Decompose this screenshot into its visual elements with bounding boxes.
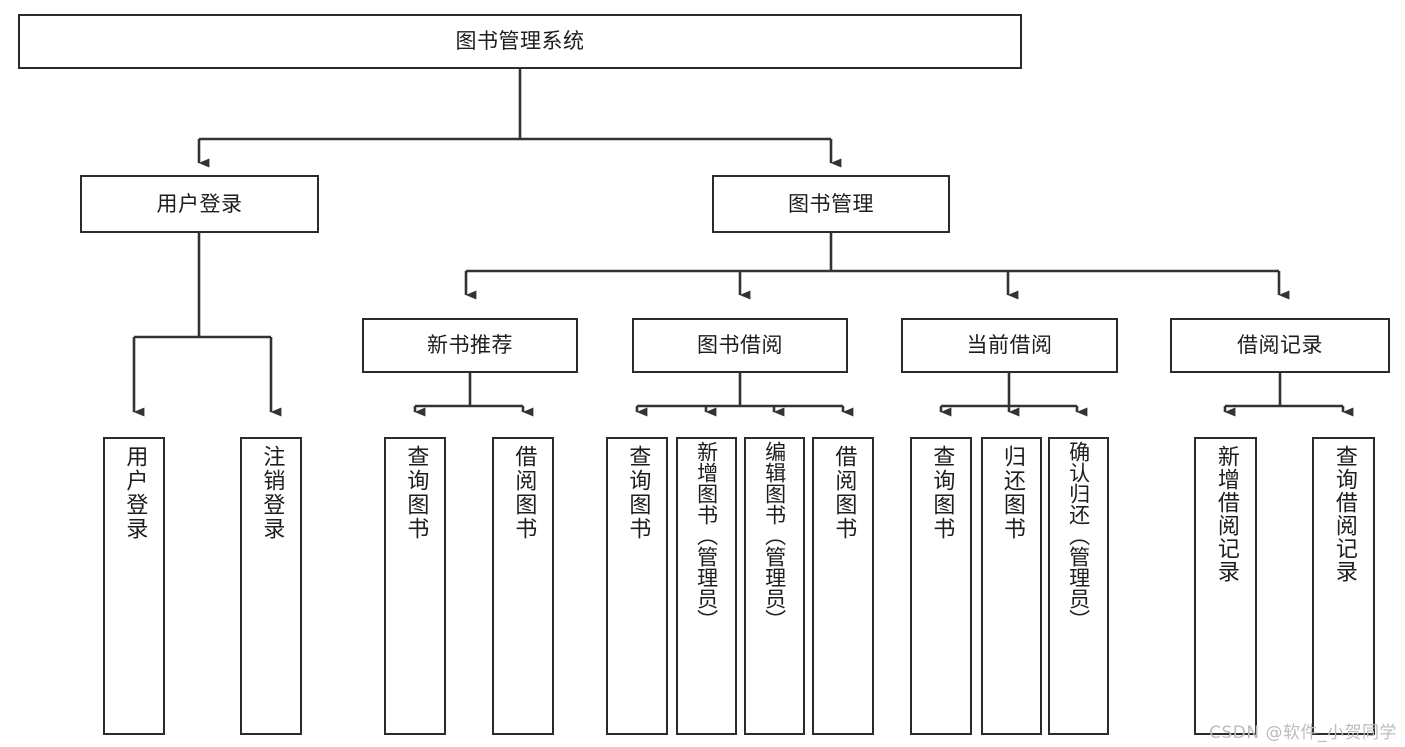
- leaf-borrow-add-book-admin[interactable]: 新增图书（管理员）: [676, 437, 737, 735]
- leaf-current-confirm-return-admin[interactable]: 确认归还（管理员）: [1048, 437, 1109, 735]
- leaf-borrow-add-book-admin-label: 新增图书（管理员）: [694, 441, 719, 630]
- leaf-new-book-query-label: 查询图书: [403, 445, 429, 541]
- leaf-records-query-record-label: 查询借阅记录: [1331, 445, 1357, 583]
- leaf-user-login-signout-label: 注销登录: [259, 445, 285, 541]
- node-user-login-label: 用户登录: [156, 191, 243, 216]
- node-new-book-recommend[interactable]: 新书推荐: [362, 318, 578, 373]
- node-borrow-records-label: 借阅记录: [1237, 333, 1323, 357]
- leaf-records-query-record[interactable]: 查询借阅记录: [1312, 437, 1375, 735]
- leaf-new-book-borrow[interactable]: 借阅图书: [492, 437, 554, 735]
- node-borrow-records[interactable]: 借阅记录: [1170, 318, 1390, 373]
- csdn-watermark: CSDN @软件_小贺同学: [1209, 723, 1397, 743]
- node-book-borrow[interactable]: 图书借阅: [632, 318, 848, 373]
- leaf-current-confirm-return-admin-label: 确认归还（管理员）: [1066, 441, 1091, 630]
- leaf-user-login-signin[interactable]: 用户登录: [103, 437, 165, 735]
- leaf-current-query-book[interactable]: 查询图书: [910, 437, 972, 735]
- leaf-borrow-query-book-label: 查询图书: [625, 445, 651, 541]
- leaf-borrow-edit-book-admin[interactable]: 编辑图书（管理员）: [744, 437, 805, 735]
- leaf-records-add-record-label: 新增借阅记录: [1213, 445, 1239, 583]
- node-current-borrow[interactable]: 当前借阅: [901, 318, 1118, 373]
- node-book-management[interactable]: 图书管理: [712, 175, 950, 233]
- node-book-borrow-label: 图书借阅: [697, 333, 783, 357]
- node-current-borrow-label: 当前借阅: [966, 333, 1053, 357]
- leaf-current-return-book[interactable]: 归还图书: [981, 437, 1042, 735]
- leaf-borrow-query-book[interactable]: 查询图书: [606, 437, 668, 735]
- leaf-borrow-edit-book-admin-label: 编辑图书（管理员）: [762, 441, 787, 630]
- node-user-login[interactable]: 用户登录: [80, 175, 319, 233]
- leaf-records-add-record[interactable]: 新增借阅记录: [1194, 437, 1257, 735]
- leaf-user-login-signout[interactable]: 注销登录: [240, 437, 302, 735]
- node-root[interactable]: 图书管理系统: [18, 14, 1022, 69]
- leaf-new-book-borrow-label: 借阅图书: [511, 445, 537, 541]
- node-new-book-recommend-label: 新书推荐: [427, 333, 513, 357]
- node-book-management-label: 图书管理: [788, 191, 874, 216]
- leaf-current-query-book-label: 查询图书: [929, 445, 955, 541]
- leaf-current-return-book-label: 归还图书: [999, 445, 1025, 541]
- leaf-user-login-signin-label: 用户登录: [122, 445, 148, 541]
- leaf-new-book-query[interactable]: 查询图书: [384, 437, 446, 735]
- leaf-borrow-borrow-book[interactable]: 借阅图书: [812, 437, 874, 735]
- node-root-label: 图书管理系统: [455, 29, 585, 53]
- leaf-borrow-borrow-book-label: 借阅图书: [831, 445, 857, 541]
